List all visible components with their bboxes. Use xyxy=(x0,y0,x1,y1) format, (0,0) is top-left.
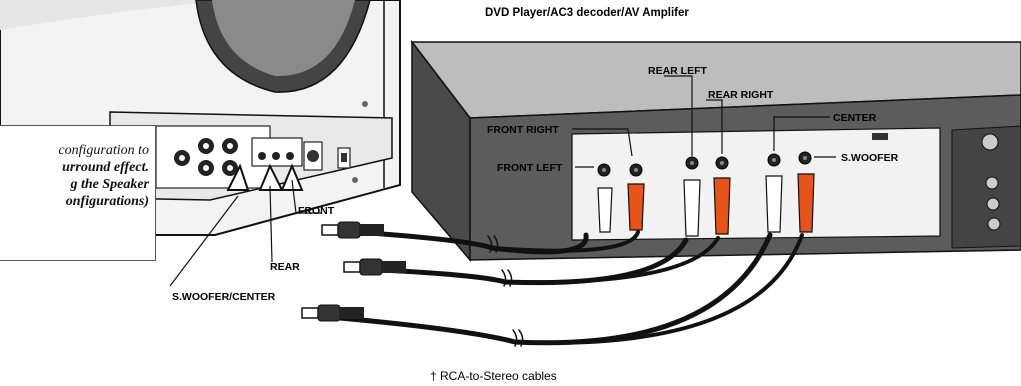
cable-caption: † RCA-to-Stereo cables xyxy=(430,369,557,383)
label-front-right: FRONT RIGHT xyxy=(487,124,559,136)
note-line-2: urround effect. xyxy=(62,160,149,175)
stereo-plugs xyxy=(301,221,406,322)
note-line-4: onfigurations) xyxy=(65,194,149,209)
label-front-left: FRONT LEFT xyxy=(497,162,563,174)
label-cable-swoofer-center: S.WOOFER/CENTER xyxy=(172,291,276,303)
label-leaders xyxy=(169,75,836,287)
device-title: DVD Player/AC3 decoder/AV Amplifer xyxy=(485,7,689,19)
label-cable-rear: REAR xyxy=(270,261,300,273)
rca-plugs xyxy=(597,173,815,237)
note-line-3: g the Speaker xyxy=(70,177,149,192)
label-cable-front: FRONT xyxy=(298,205,335,217)
note-line-1: configuration to xyxy=(58,143,149,158)
configuration-note: configuration to urround effect. g the S… xyxy=(0,125,156,261)
label-center: CENTER xyxy=(833,112,877,124)
rca-cables xyxy=(337,229,804,347)
label-rear-left: REAR LEFT xyxy=(648,65,708,77)
label-rear-right: REAR RIGHT xyxy=(708,89,774,101)
label-swoofer: S.WOOFER xyxy=(841,152,899,164)
